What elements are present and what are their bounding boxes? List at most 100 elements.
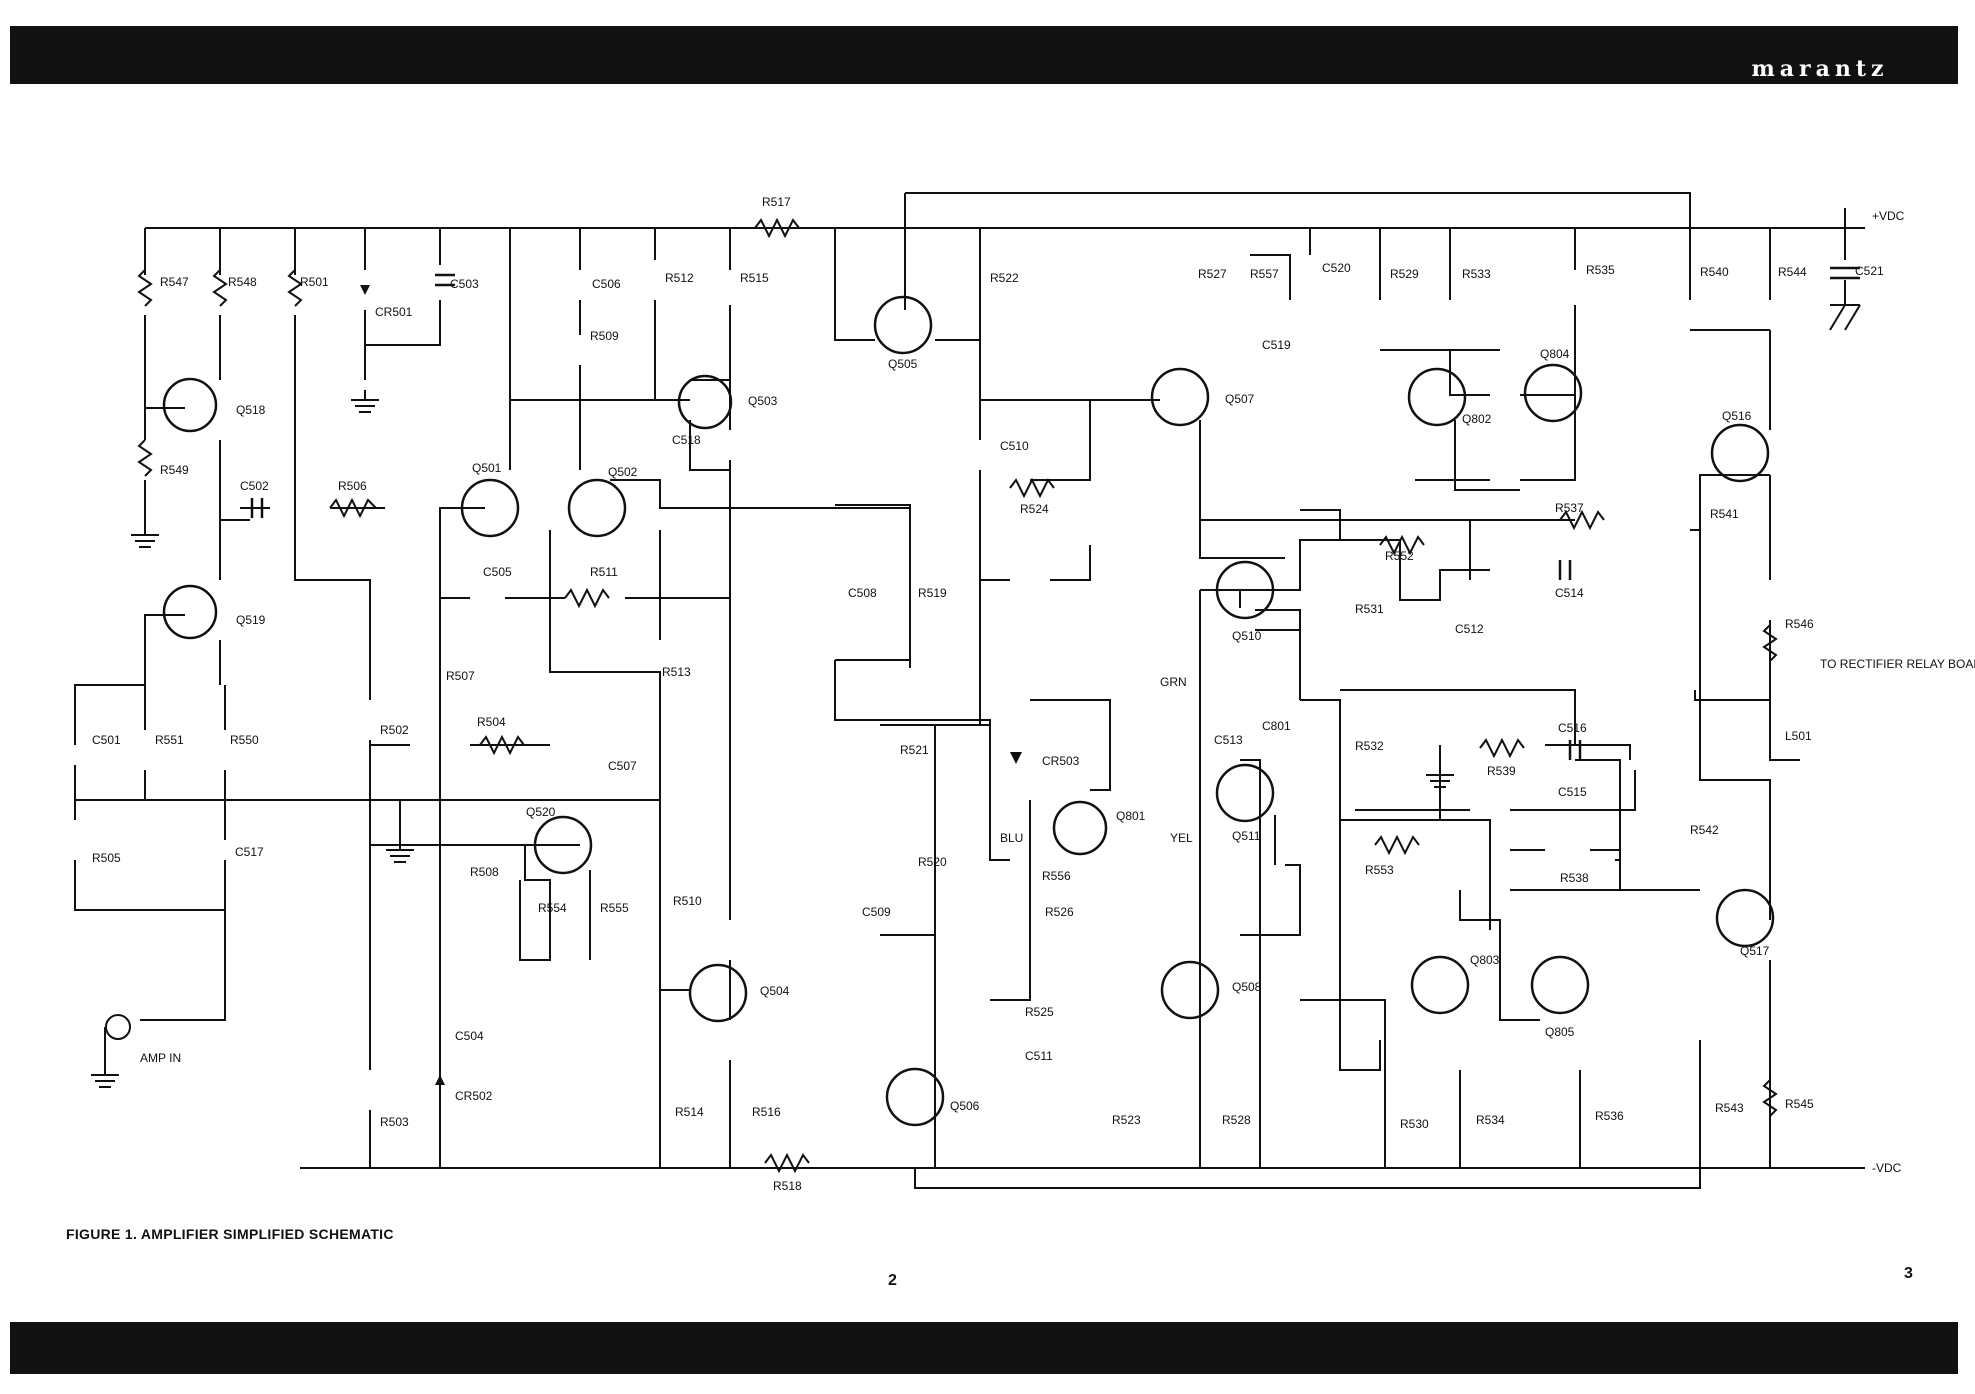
label-r525: R525	[1025, 1005, 1054, 1019]
transistor-q516	[1710, 423, 1770, 483]
resistor-r501	[287, 269, 303, 307]
transistor-q520	[533, 815, 593, 875]
label-cr501: CR501	[375, 305, 413, 319]
transistor-q503	[677, 374, 733, 430]
label-yel: YEL	[1170, 831, 1193, 845]
resistor-r518	[764, 1152, 810, 1174]
capacitor-c502	[250, 498, 264, 518]
transistor-q517	[1715, 888, 1775, 948]
label-q516: Q516	[1722, 409, 1752, 423]
label-r515: R515	[740, 271, 769, 285]
label-q803: Q803	[1470, 953, 1500, 967]
transistor-q502	[567, 478, 627, 538]
label-r527: R527	[1198, 267, 1227, 281]
label-q520: Q520	[526, 805, 556, 819]
resistor-r506	[329, 497, 377, 519]
label-r516: R516	[752, 1105, 781, 1119]
page-number-right: 3	[1904, 1265, 1913, 1282]
transistor-q501	[460, 478, 520, 538]
label-c505: C505	[483, 565, 512, 579]
transistor-q801	[1052, 800, 1108, 856]
transistor-q805	[1530, 955, 1590, 1015]
label-r539: R539	[1487, 764, 1516, 778]
label-r513: R513	[662, 665, 691, 679]
label-blu: BLU	[1000, 831, 1023, 845]
transistor-q504	[688, 963, 748, 1023]
label-r544: R544	[1778, 265, 1807, 279]
label-r552: R552	[1385, 549, 1414, 563]
transistor-q803	[1410, 955, 1470, 1015]
transistor-q519	[162, 584, 218, 640]
label-r526: R526	[1045, 905, 1074, 919]
capacitor-c521	[1830, 266, 1860, 280]
transistor-q802	[1407, 367, 1467, 427]
ground-symbol	[1426, 748, 1454, 788]
label-r547: R547	[160, 275, 189, 289]
label-c515: C515	[1558, 785, 1587, 799]
page-number-left: 2	[888, 1272, 897, 1289]
label-q505: Q505	[888, 357, 918, 371]
label-r537: R537	[1555, 501, 1584, 515]
label-r529: R529	[1390, 267, 1419, 281]
label-r514: R514	[675, 1105, 704, 1119]
resistor-r504	[479, 734, 525, 756]
resistor-r539	[1479, 737, 1525, 759]
transistor-q510	[1215, 560, 1275, 620]
resistor-r546	[1762, 624, 1778, 662]
label-c517: C517	[235, 845, 264, 859]
figure-caption: FIGURE 1. AMPLIFIER SIMPLIFIED SCHEMATIC	[66, 1226, 394, 1242]
zener-diode-cr501	[360, 285, 370, 295]
resistor-r553	[1374, 834, 1420, 856]
label-r511: R511	[590, 565, 618, 579]
label-r509: R509	[590, 329, 619, 343]
label-q519: Q519	[236, 613, 266, 627]
label-amp-in: AMP IN	[140, 1051, 181, 1065]
label-c801: C801	[1262, 719, 1291, 733]
label-q501: Q501	[472, 461, 502, 475]
wiring	[74, 192, 1865, 1189]
label-c509: C509	[862, 905, 891, 919]
label-r549: R549	[160, 463, 189, 477]
transistor-q518	[162, 377, 218, 433]
brand-logo: marantz	[1751, 56, 1889, 82]
transistor-q511	[1215, 763, 1275, 823]
label-q518: Q518	[236, 403, 266, 417]
label-r538: R538	[1560, 871, 1589, 885]
label-c511: C511	[1025, 1049, 1053, 1063]
label-r530: R530	[1400, 1117, 1429, 1131]
amp-in-jack	[105, 1014, 131, 1040]
label-r533: R533	[1462, 267, 1491, 281]
label-c512: C512	[1455, 622, 1484, 636]
resistor-r524	[1009, 477, 1055, 499]
label-r502: R502	[380, 723, 409, 737]
label-r523: R523	[1112, 1113, 1141, 1127]
label-r501: R501	[300, 275, 329, 289]
component-labels: R547 R548 R501 CR501 C503 C506 R509 R512…	[92, 195, 1975, 1193]
label-vdc-negative: -VDC	[1872, 1161, 1902, 1175]
label-r508: R508	[470, 865, 499, 879]
label-q502: Q502	[608, 465, 638, 479]
chassis-ground-symbol	[1829, 304, 1861, 331]
label-r524: R524	[1020, 502, 1049, 516]
label-q804: Q804	[1540, 347, 1570, 361]
ground-symbol	[386, 800, 414, 863]
label-r517: R517	[762, 195, 791, 209]
label-c521: C521	[1855, 264, 1884, 278]
label-q517: Q517	[1740, 944, 1770, 958]
label-c508: C508	[848, 586, 877, 600]
ground-symbol	[131, 520, 159, 548]
label-c503: C503	[450, 277, 479, 291]
header-bar	[10, 26, 1958, 84]
label-q506: Q506	[950, 1099, 980, 1113]
capacitor-c514	[1558, 560, 1572, 580]
resistor-r547	[137, 269, 153, 307]
label-r548: R548	[228, 275, 257, 289]
label-r554: R554	[538, 901, 567, 915]
label-c506: C506	[592, 277, 621, 291]
resistor-r517	[754, 217, 800, 239]
label-r556: R556	[1042, 869, 1071, 883]
label-c502: C502	[240, 479, 269, 493]
label-q504: Q504	[760, 984, 790, 998]
label-r542: R542	[1690, 823, 1719, 837]
